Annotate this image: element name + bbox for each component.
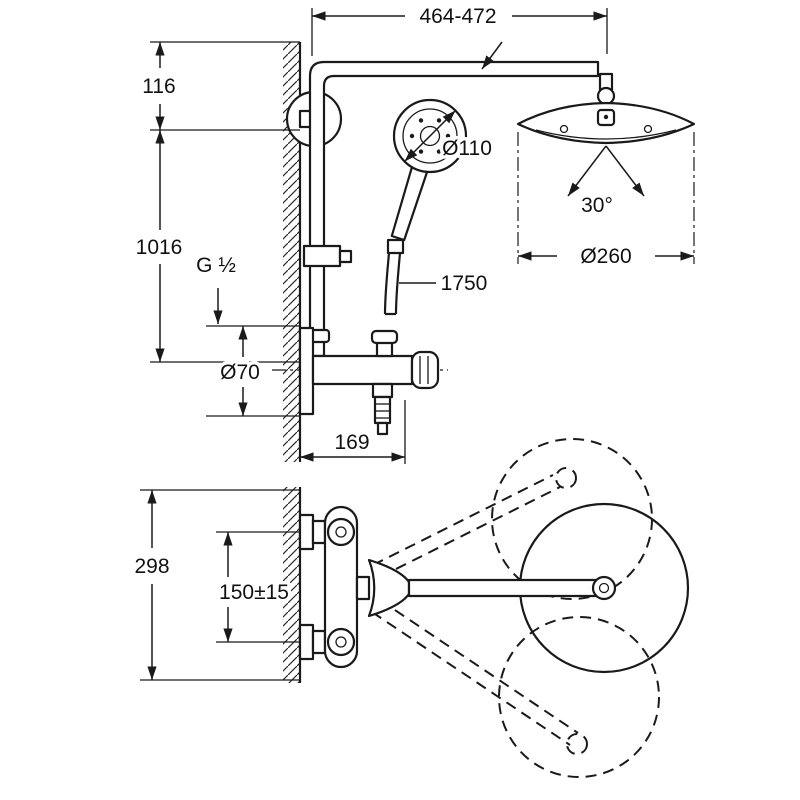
wall-escutcheon	[298, 326, 315, 416]
head-position-upper-dashed	[491, 438, 653, 600]
front-dimensions: 464-472 116 1016 G ½	[132, 2, 695, 464]
nozzle-right	[643, 124, 653, 134]
arm-end-cap	[591, 575, 617, 601]
arm-pointer-arrow	[481, 41, 503, 70]
escutcheon-plan-bottom	[298, 623, 315, 661]
arm-upper-dashed	[372, 467, 577, 578]
plan-view: 298 150±15	[131, 438, 690, 778]
dim-hose-length: 1750	[441, 272, 488, 295]
dim-connection-spacing: 150±15	[219, 581, 289, 604]
dim-head-diameter: Ø260	[580, 245, 631, 268]
bottom-outlet	[371, 382, 394, 399]
nozzle-left	[559, 124, 569, 134]
arm-end-cap-lower	[566, 733, 588, 755]
temperature-knob	[410, 350, 440, 390]
arm-lower-dashed	[371, 599, 588, 755]
valve-plan	[298, 505, 371, 669]
plan-dimensions: 298 150±15	[131, 489, 313, 681]
union-nut-top	[311, 519, 327, 545]
shower-hose	[383, 252, 402, 316]
escutcheon-plan-top	[298, 513, 315, 551]
dim-head-diameter-lines	[517, 132, 695, 264]
knob-plan-bottom	[326, 627, 356, 657]
slider-knob	[338, 249, 353, 264]
dim-wall-depth: 169	[334, 431, 369, 454]
dim-hand-shower-diameter: Ø110	[442, 137, 492, 160]
dim-spray-angle: 30°	[581, 194, 613, 217]
arm-end-cap-center	[598, 582, 610, 594]
swivel-positions	[371, 438, 690, 778]
shower-column	[285, 60, 600, 358]
ball-joint	[596, 86, 616, 106]
arm-end-cap-upper	[555, 467, 577, 489]
hand-shower-handle	[390, 164, 429, 242]
dim-connection-spacing-lines	[216, 531, 313, 643]
dim-overall-depth-lines	[140, 489, 300, 681]
wall-hatch	[283, 42, 300, 462]
head-center-dot	[603, 114, 609, 120]
slider-holder	[302, 244, 342, 268]
knob-plan-bottom-center	[335, 636, 347, 648]
dim-escutcheon-diameter: Ø70	[220, 361, 260, 384]
arm-tube	[407, 578, 603, 598]
thermostat-valve	[272, 326, 448, 436]
dim-thread-size: G ½	[196, 254, 236, 277]
spray-angle-lines	[567, 145, 645, 197]
dim-wall-depth-lines	[300, 400, 406, 464]
union-nut-bottom	[311, 629, 327, 655]
dim-top-width-lines	[311, 8, 608, 70]
dim-escutcheon-lines	[206, 325, 300, 417]
dim-column-height-lines	[150, 130, 300, 363]
dim-top-offset: 116	[142, 75, 175, 98]
dim-column-height: 1016	[136, 236, 183, 259]
hose-fitting	[386, 238, 405, 255]
dim-hand-shower-line	[403, 109, 457, 163]
hand-shower-face	[402, 108, 458, 164]
dim-overall-depth: 298	[134, 555, 169, 578]
knob-plan-top	[326, 517, 356, 547]
column-pipe	[308, 60, 600, 358]
shower-arm-plan	[367, 558, 617, 618]
front-view: 464-472 116 1016 G ½	[132, 2, 696, 464]
arm-cone	[367, 558, 411, 618]
diverter-knob	[370, 329, 399, 345]
hose-nut	[373, 395, 392, 425]
dim-top-offset-lines	[150, 41, 300, 131]
head-shower	[516, 72, 696, 145]
hose-nut-tail	[376, 421, 389, 436]
wall-hatch-plan	[283, 487, 300, 683]
knob-plan-top-center	[335, 526, 347, 538]
dim-top-width: 464-472	[419, 5, 496, 28]
outlet-plan	[355, 575, 371, 601]
valve-body	[311, 354, 414, 386]
head-rim-line	[535, 129, 677, 140]
head-position-lower-dashed	[498, 616, 660, 778]
